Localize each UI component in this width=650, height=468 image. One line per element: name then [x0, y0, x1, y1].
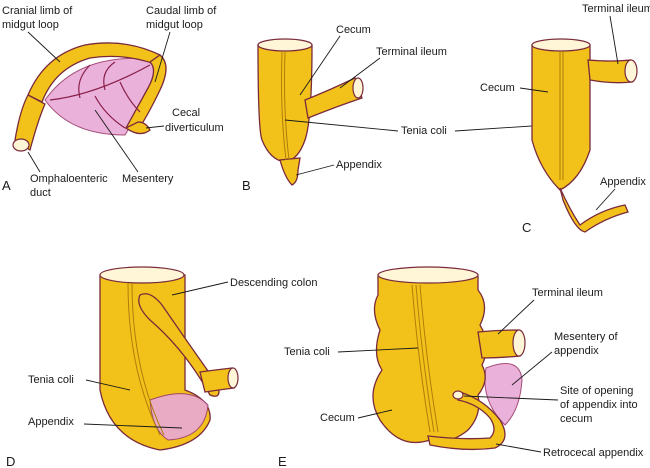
colon-opening-e — [377, 266, 479, 284]
leader-cecum-b — [299, 35, 341, 96]
mesentery-vessel-branch-4 — [119, 81, 141, 113]
leader-terminal-ileum-c — [609, 15, 619, 65]
leader-descending-colon-d — [171, 281, 229, 296]
label-cranial-limb-1: Cranial limb of — [2, 5, 73, 17]
leader-terminal-ileum-b — [339, 57, 381, 89]
panel-letter-c: C — [522, 220, 531, 235]
cecum-body-c — [531, 44, 591, 191]
panel-letter-b: B — [242, 178, 251, 193]
tenia-coli-e-3 — [419, 284, 439, 433]
label-omphaloenteric-2: duct — [30, 187, 51, 199]
leader-site-e — [463, 395, 559, 401]
label-appendix-b: Appendix — [336, 159, 382, 171]
retrocecal-appendix-e — [427, 391, 506, 451]
panel-e-colon: Terminal ileum Tenia coli Mesentery of a… — [278, 266, 644, 468]
label-terminal-ileum-c: Terminal ileum — [582, 3, 650, 15]
mesentery-vessel-branch-2 — [103, 61, 116, 91]
cecum-opening-b — [257, 38, 313, 52]
panel-d-colon: Descending colon Tenia coli Appendix D — [6, 266, 317, 468]
appendix-mesentery-e — [484, 363, 523, 426]
leader-terminal-ileum-e — [497, 299, 535, 335]
appendix-opening-site-e — [452, 390, 464, 400]
label-cecal-1: Cecal — [172, 107, 200, 119]
label-cecum-e: Cecum — [320, 412, 355, 424]
tenia-coli-e — [411, 284, 431, 433]
tenia-coli-e-2 — [415, 284, 435, 433]
label-tenia-coli-d: Tenia coli — [28, 374, 74, 386]
label-mesentery-e-1: Mesentery of — [554, 331, 619, 343]
tenia-coli-b — [281, 51, 287, 161]
label-site-e-2: of appendix into — [560, 399, 638, 411]
cecal-diverticulum — [124, 121, 151, 135]
panel-c-cecum: Terminal ileum Cecum Appendix C — [480, 3, 650, 235]
tenia-coli-d — [127, 282, 161, 436]
panel-letter-e: E — [278, 454, 287, 468]
appendix-b — [279, 157, 301, 186]
leader-appendix-b — [295, 164, 335, 176]
leader-tenia-coli-e — [337, 347, 419, 353]
appendix-c — [559, 187, 629, 233]
label-terminal-ileum-e: Terminal ileum — [532, 287, 603, 299]
tenia-coli-b-2 — [284, 51, 290, 161]
ileum-b — [304, 77, 363, 119]
ileum-opening-e — [512, 329, 526, 357]
label-cecum-b: Cecum — [336, 24, 371, 36]
label-caudal-limb-1: Caudal limb of — [146, 5, 217, 17]
label-caudal-limb-2: midgut loop — [146, 19, 203, 31]
label-site-e-3: cecum — [560, 413, 592, 425]
label-site-e-1: Site of opening — [560, 385, 633, 397]
duct-opening — [12, 138, 30, 152]
label-mesentery: Mesentery — [122, 173, 174, 185]
leader-tenia-coli-b — [284, 119, 399, 132]
ileum-opening-c — [624, 59, 638, 83]
leader-retrocecal-e — [495, 443, 542, 453]
label-tenia-coli-e: Tenia coli — [284, 346, 330, 358]
label-terminal-ileum-b: Terminal ileum — [376, 46, 447, 58]
leader-cecum-c — [519, 87, 549, 93]
panel-b-cecum: Cecum Terminal ileum Tenia coli Appendix… — [242, 24, 563, 193]
ileum-opening-d — [227, 367, 239, 389]
leader-mesentery-e — [511, 351, 553, 386]
appendix-d — [138, 293, 220, 397]
leader-omphaloenteric — [27, 151, 41, 173]
tenia-coli-d-2 — [131, 282, 165, 436]
label-descending-colon-d: Descending colon — [230, 277, 317, 289]
label-appendix-d: Appendix — [28, 416, 74, 428]
leader-appendix-c — [595, 188, 616, 211]
mesentery-vessel-branch-1 — [78, 64, 91, 99]
label-retrocecal-e: Retrocecal appendix — [543, 447, 644, 459]
label-appendix-c: Appendix — [600, 176, 646, 188]
panel-letter-d: D — [6, 454, 15, 468]
leader-appendix-d — [83, 423, 183, 429]
label-mesentery-e-2: appendix — [554, 345, 599, 357]
leader-cecal — [145, 125, 165, 129]
colon-opening-d — [99, 266, 185, 284]
omphaloenteric-duct — [14, 94, 46, 152]
leader-cranial-limb — [27, 31, 61, 63]
leader-caudal-limb — [154, 31, 171, 83]
mesentery-vessel-branch-3 — [94, 95, 126, 129]
label-tenia-coli-bc: Tenia coli — [401, 125, 447, 137]
panel-a-midgut-loop: Cranial limb of midgut loop Caudal limb … — [2, 5, 224, 199]
mesentery-vessel-main — [49, 64, 151, 101]
cecum-opening-c — [531, 38, 591, 52]
leader-cecum-e — [357, 409, 393, 419]
label-cecal-2: diverticulum — [165, 122, 224, 134]
ileum-opening-b — [352, 77, 364, 99]
colon-e — [372, 274, 488, 444]
leader-tenia-coli-d — [85, 379, 131, 391]
label-omphaloenteric-1: Omphaloenteric — [30, 173, 108, 185]
panel-letter-a: A — [2, 178, 11, 193]
label-cecum-c: Cecum — [480, 82, 515, 94]
leader-mesentery — [94, 109, 139, 173]
label-cranial-limb-2: midgut loop — [2, 19, 59, 31]
